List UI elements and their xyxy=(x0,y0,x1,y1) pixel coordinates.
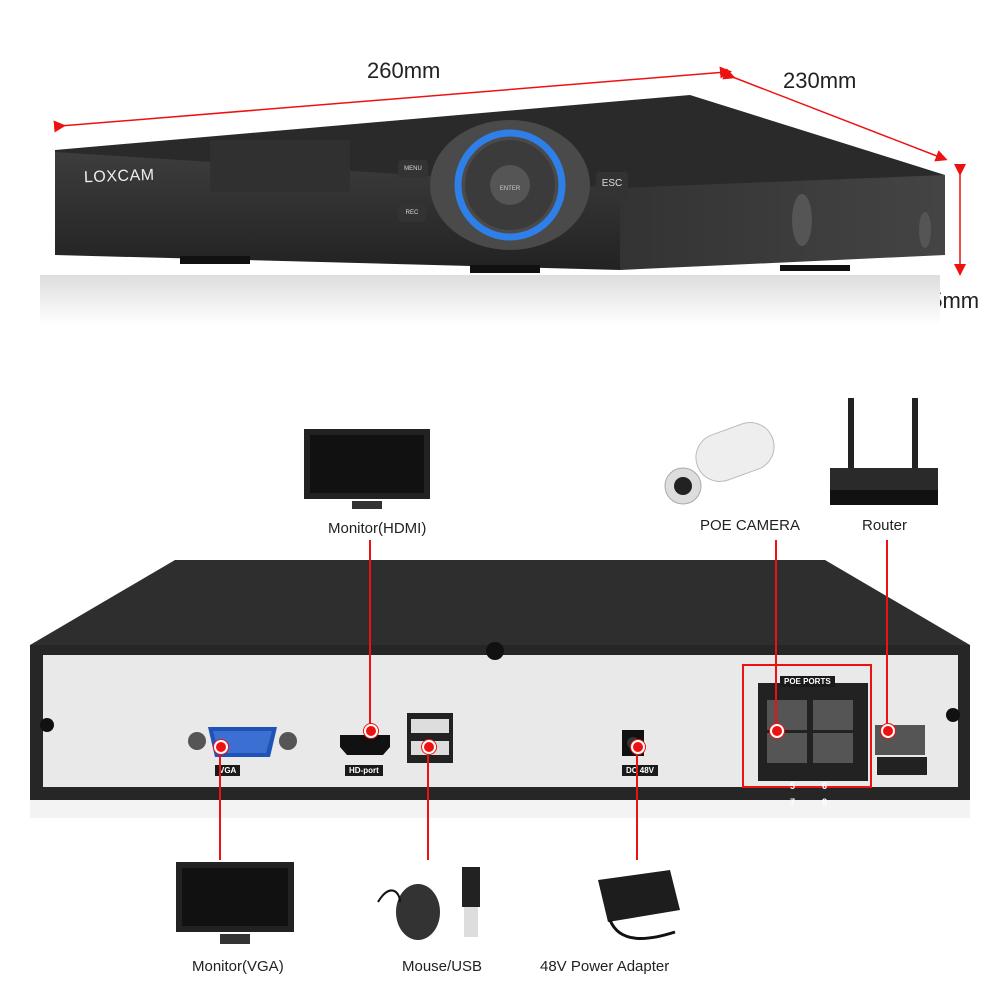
monitor-vga-icon xyxy=(176,862,294,944)
hdmi-connector-dot xyxy=(364,724,378,738)
poe-camera-icon xyxy=(664,422,775,505)
router-label: Router xyxy=(862,517,908,534)
monitor-vga-label: Monitor(VGA) xyxy=(192,958,284,975)
menu-button[interactable]: MENU xyxy=(398,160,428,178)
monitor-hdmi-label: Monitor(HDMI) xyxy=(328,520,427,537)
usb-connector-line xyxy=(427,745,429,860)
power-adapter-label: 48V Power Adapter xyxy=(540,958,670,975)
hdmi-port xyxy=(340,735,390,755)
usb-connector-dot xyxy=(422,740,436,754)
nvr-rear-view xyxy=(30,560,970,818)
accent-ring xyxy=(454,129,566,241)
mouse-usb-icon xyxy=(377,867,480,940)
monitor-hdmi-icon xyxy=(304,429,430,509)
dimension-lines xyxy=(53,66,966,276)
poe-connector-line xyxy=(775,540,777,730)
rec-button[interactable]: REC xyxy=(398,204,426,222)
router-connector-line xyxy=(886,540,888,730)
router-icon xyxy=(830,398,938,505)
poe-port-number: 8 xyxy=(822,797,828,807)
vga-label: VGA xyxy=(215,765,241,776)
hdmi-label: HD-port xyxy=(345,765,383,776)
brand-logo: LOXCAM xyxy=(83,166,155,187)
poe-port-number: 5 xyxy=(790,781,796,791)
power-label: DC 48V xyxy=(622,765,659,776)
width-label: 260mm xyxy=(367,58,441,83)
poe-connector-dot xyxy=(770,724,784,738)
poe-ports-label: POE PORTS xyxy=(780,676,835,687)
mouse-usb-label: Mouse/USB xyxy=(402,958,483,975)
front-display-window xyxy=(210,140,350,192)
vga-connector-dot xyxy=(214,740,228,754)
router-connector-dot xyxy=(881,724,895,738)
esc-button[interactable]: ESC xyxy=(596,172,628,196)
hdmi-connector-line xyxy=(369,540,371,730)
poe-camera-label: POE CAMERA xyxy=(700,517,801,534)
nvr-front-view: ENTER xyxy=(40,95,945,325)
power-connector-dot xyxy=(631,740,645,754)
power-connector-line xyxy=(636,745,638,860)
poe-port-number: 7 xyxy=(790,797,796,807)
depth-dimension-line xyxy=(722,68,948,162)
enter-button-label: ENTER xyxy=(500,186,521,192)
poe-port-number: 6 xyxy=(822,781,828,791)
vga-connector-line xyxy=(219,745,221,860)
depth-label: 230mm xyxy=(783,68,857,93)
power-adapter-icon xyxy=(598,870,680,940)
width-dimension-line xyxy=(53,66,732,133)
